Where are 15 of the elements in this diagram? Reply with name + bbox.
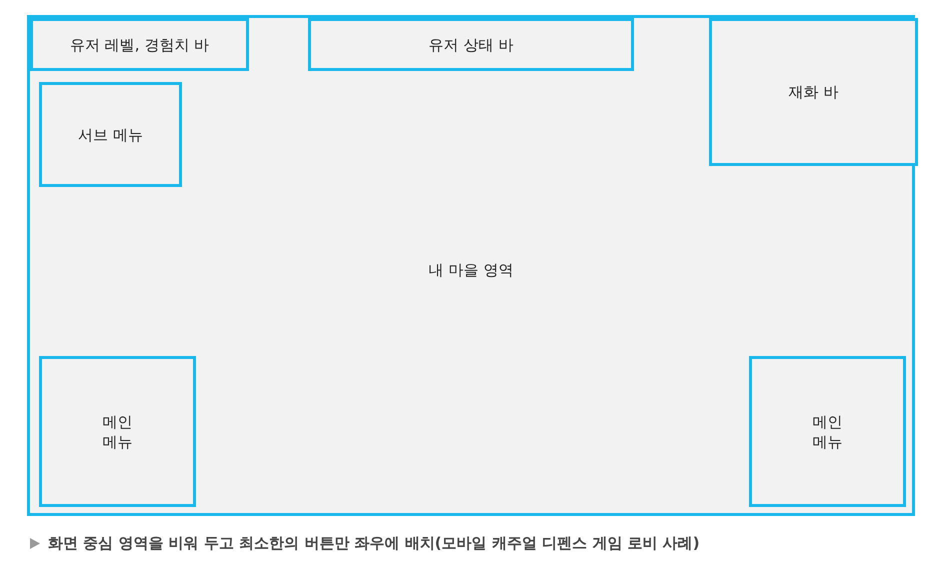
level-bar: [30, 18, 249, 71]
node-label: 서브 메뉴: [78, 124, 143, 144]
menu-panel: [749, 356, 906, 507]
node-label: 재화 바: [788, 82, 838, 102]
currency-bar: [709, 18, 918, 166]
node-label: 유저 상태 바: [428, 34, 514, 54]
node-label: 내 마을 영역: [428, 260, 514, 280]
node-label: 메인 메뉴: [812, 412, 844, 452]
screen-area: [27, 15, 915, 516]
node-label: 메인 메뉴: [102, 412, 134, 452]
menu-panel: [39, 356, 196, 507]
menu-panel: [39, 82, 182, 187]
node-label: 유저 레벨, 경험치 바: [70, 34, 210, 54]
caption: 화면 중심 영역을 비워 두고 최소한의 버튼만 좌우에 배치(모바일 캐주얼 디펜스 게임 로비 사례): [48, 534, 700, 553]
status-bar: [308, 18, 634, 71]
